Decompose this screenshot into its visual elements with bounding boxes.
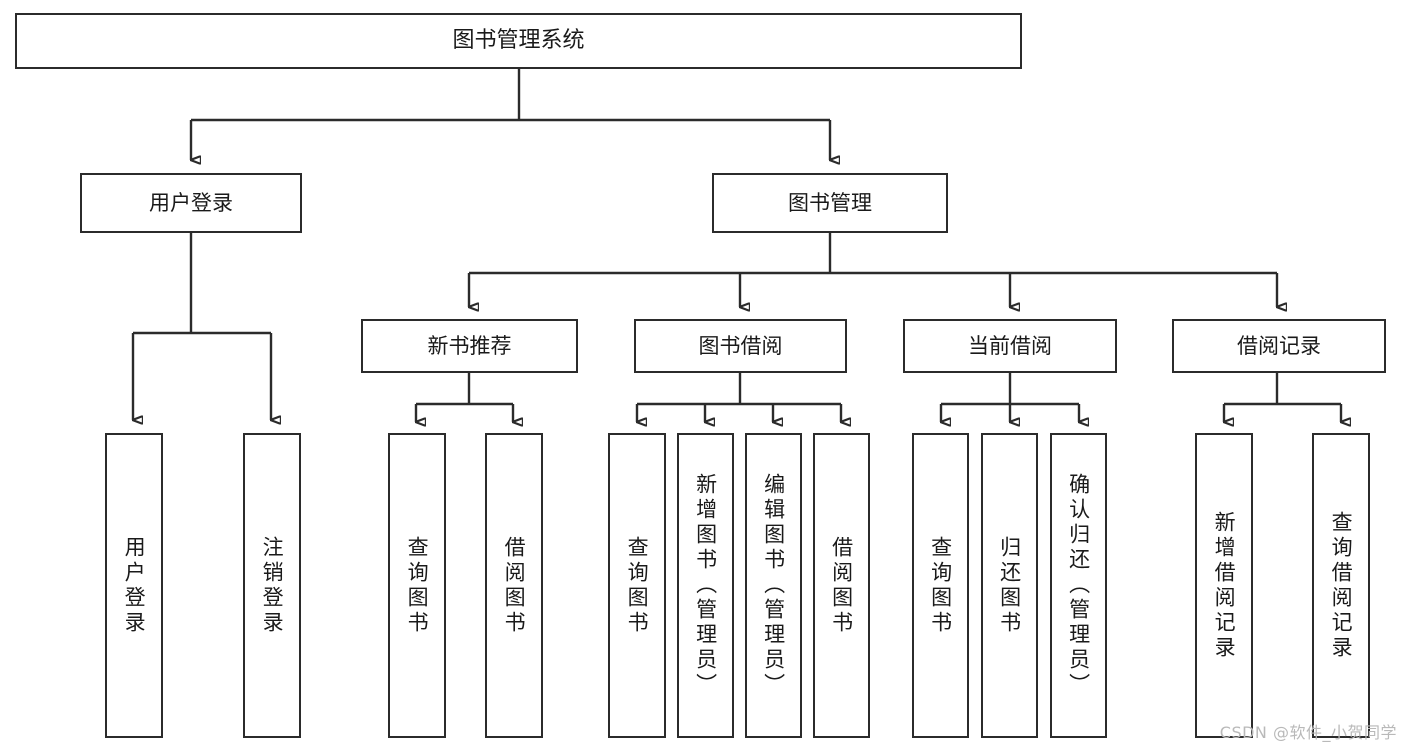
leaf-logout[interactable]: 注销登录	[243, 433, 301, 738]
leaf-query-book-1-label: 查询图书	[405, 535, 430, 636]
leaf-logout-label: 注销登录	[260, 535, 285, 636]
leaf-confirm-return-label: 确认归还（管理员）	[1066, 473, 1091, 698]
leaf-edit-book-label: 编辑图书（管理员）	[761, 473, 786, 698]
leaf-return-book[interactable]: 归还图书	[981, 433, 1038, 738]
node-new-book-rec[interactable]: 新书推荐	[361, 319, 578, 373]
leaf-confirm-return[interactable]: 确认归还（管理员）	[1050, 433, 1107, 738]
leaf-query-book-2[interactable]: 查询图书	[608, 433, 666, 738]
leaf-add-book[interactable]: 新增图书（管理员）	[677, 433, 734, 738]
leaf-add-record[interactable]: 新增借阅记录	[1195, 433, 1253, 738]
node-root[interactable]: 图书管理系统	[15, 13, 1022, 69]
leaf-borrow-book-1[interactable]: 借阅图书	[485, 433, 543, 738]
leaf-query-book-2-label: 查询图书	[625, 535, 650, 636]
node-borrow-record[interactable]: 借阅记录	[1172, 319, 1386, 373]
leaf-return-book-label: 归还图书	[997, 535, 1022, 636]
leaf-query-record-label: 查询借阅记录	[1329, 510, 1354, 661]
leaf-query-book-3-label: 查询图书	[928, 535, 953, 636]
leaf-user-login-label: 用户登录	[122, 535, 147, 636]
leaf-borrow-book-2-label: 借阅图书	[829, 535, 854, 636]
node-book-borrow-label: 图书借阅	[698, 333, 783, 358]
leaf-edit-book[interactable]: 编辑图书（管理员）	[745, 433, 802, 738]
leaf-add-record-label: 新增借阅记录	[1212, 510, 1237, 661]
leaf-query-book-3[interactable]: 查询图书	[912, 433, 969, 738]
node-current-borrow[interactable]: 当前借阅	[903, 319, 1117, 373]
leaf-borrow-book-1-label: 借阅图书	[502, 535, 527, 636]
node-current-borrow-label: 当前借阅	[968, 333, 1052, 358]
leaf-add-book-label: 新增图书（管理员）	[693, 473, 718, 698]
leaf-borrow-book-2[interactable]: 借阅图书	[813, 433, 870, 738]
watermark: CSDN @软件_小贺同学	[1219, 723, 1397, 742]
node-book-borrow[interactable]: 图书借阅	[634, 319, 847, 373]
leaf-user-login[interactable]: 用户登录	[105, 433, 163, 738]
node-user-login-label: 用户登录	[149, 190, 233, 215]
node-book-manage-label: 图书管理	[788, 190, 872, 215]
leaf-query-record[interactable]: 查询借阅记录	[1312, 433, 1370, 738]
node-new-book-rec-label: 新书推荐	[427, 333, 512, 358]
node-user-login[interactable]: 用户登录	[80, 173, 302, 233]
leaf-query-book-1[interactable]: 查询图书	[388, 433, 446, 738]
node-book-manage[interactable]: 图书管理	[712, 173, 948, 233]
node-borrow-record-label: 借阅记录	[1237, 333, 1321, 358]
node-root-label: 图书管理系统	[452, 28, 585, 54]
